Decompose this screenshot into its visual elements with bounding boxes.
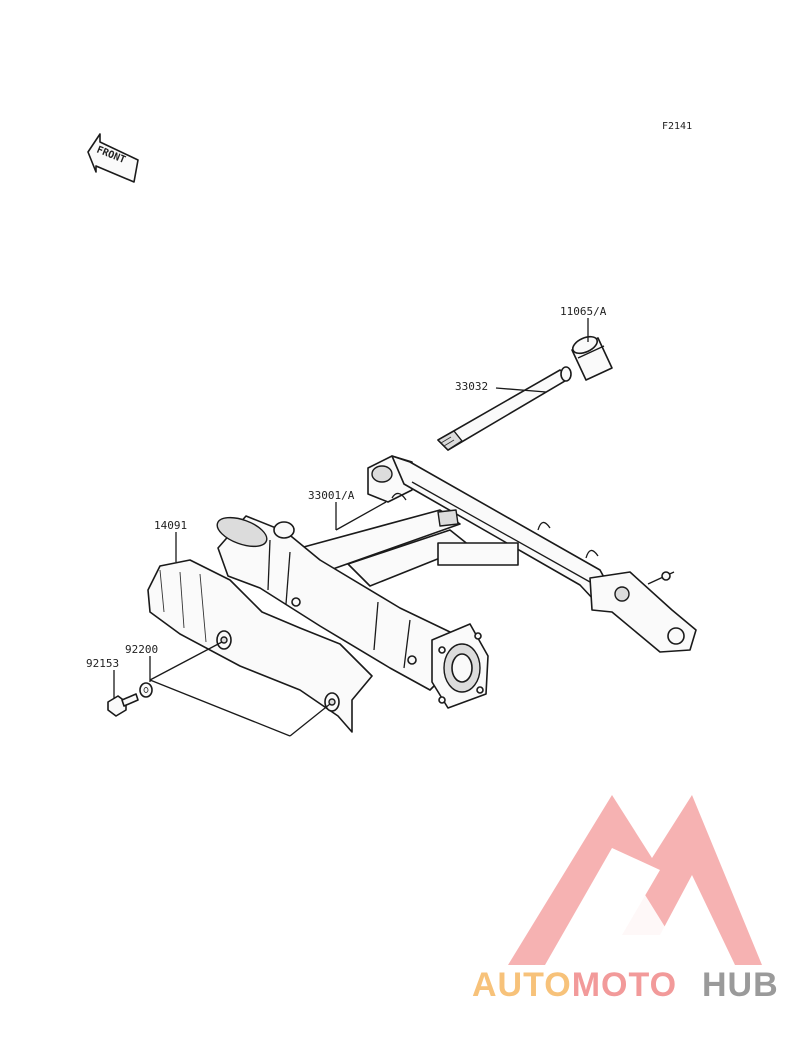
watermark-hub: HUB	[702, 966, 779, 1004]
bolt	[107, 693, 139, 717]
washer	[139, 682, 153, 698]
callout-11065a: 11065/A	[560, 305, 607, 318]
callout-14091: 14091	[154, 519, 187, 532]
callout-33001a: 33001/A	[308, 489, 355, 502]
pivot-bushing	[571, 335, 613, 381]
swingarm-cover	[147, 559, 373, 733]
watermark-automoto: AUTOMOTO	[472, 966, 677, 1004]
callout-92200: 92200	[125, 643, 158, 656]
pivot-shaft	[437, 366, 572, 451]
front-arrow-icon: FRONT	[87, 133, 139, 183]
watermark-moto-part: MOTO	[572, 966, 677, 1004]
swingarm-body	[216, 455, 697, 709]
callout-33032: 33032	[455, 380, 488, 393]
callout-92153: 92153	[86, 657, 119, 670]
leader-lines	[113, 318, 589, 737]
automotohub-watermark: AUTOMOTO HUB	[472, 966, 779, 1004]
automotohub-logo-icon	[508, 795, 762, 965]
watermark-auto-part: AUTO	[472, 966, 572, 1004]
diagram-code: F2141	[662, 121, 692, 132]
